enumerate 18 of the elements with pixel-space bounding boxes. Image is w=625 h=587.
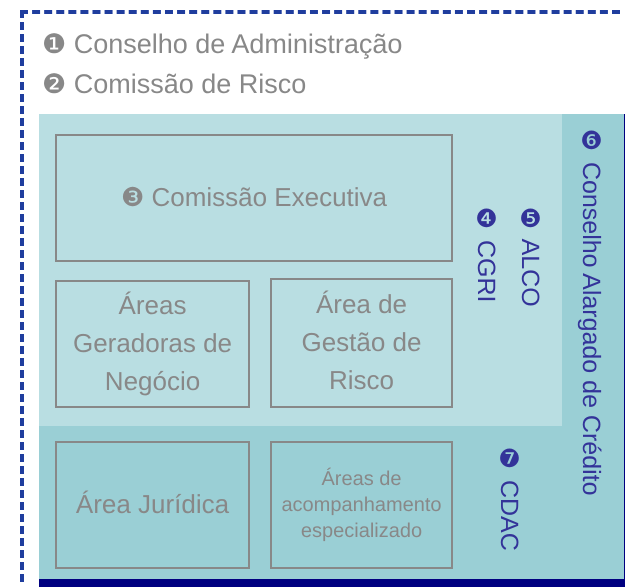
committee-region [39,114,562,426]
unit-box [270,278,453,408]
unit-box [270,441,453,569]
node-label: ❷ Comissão de Risco [42,69,306,100]
unit-box [55,134,453,262]
node-label: ❼ CDAC [494,444,524,551]
node-label: Área de Gestão de Risco [300,288,422,397]
committee-panel [39,114,625,587]
node-label: ❻ Conselho Alargado de Crédito [576,126,606,496]
node-label: Área Jurídica [74,488,230,522]
node-label: Áreas Geradoras de Negócio [72,289,233,398]
unit-box [55,280,250,408]
node-label: Áreas de acompanhamento especializado [280,466,443,544]
node-label: ❸ Comissão Executiva [120,181,388,214]
unit-box [55,441,250,569]
node-label: ❶ Conselho de Administração [42,29,402,60]
node-label: ❹ CGRI [471,204,501,302]
node-label: ❺ ALCO [515,204,545,307]
